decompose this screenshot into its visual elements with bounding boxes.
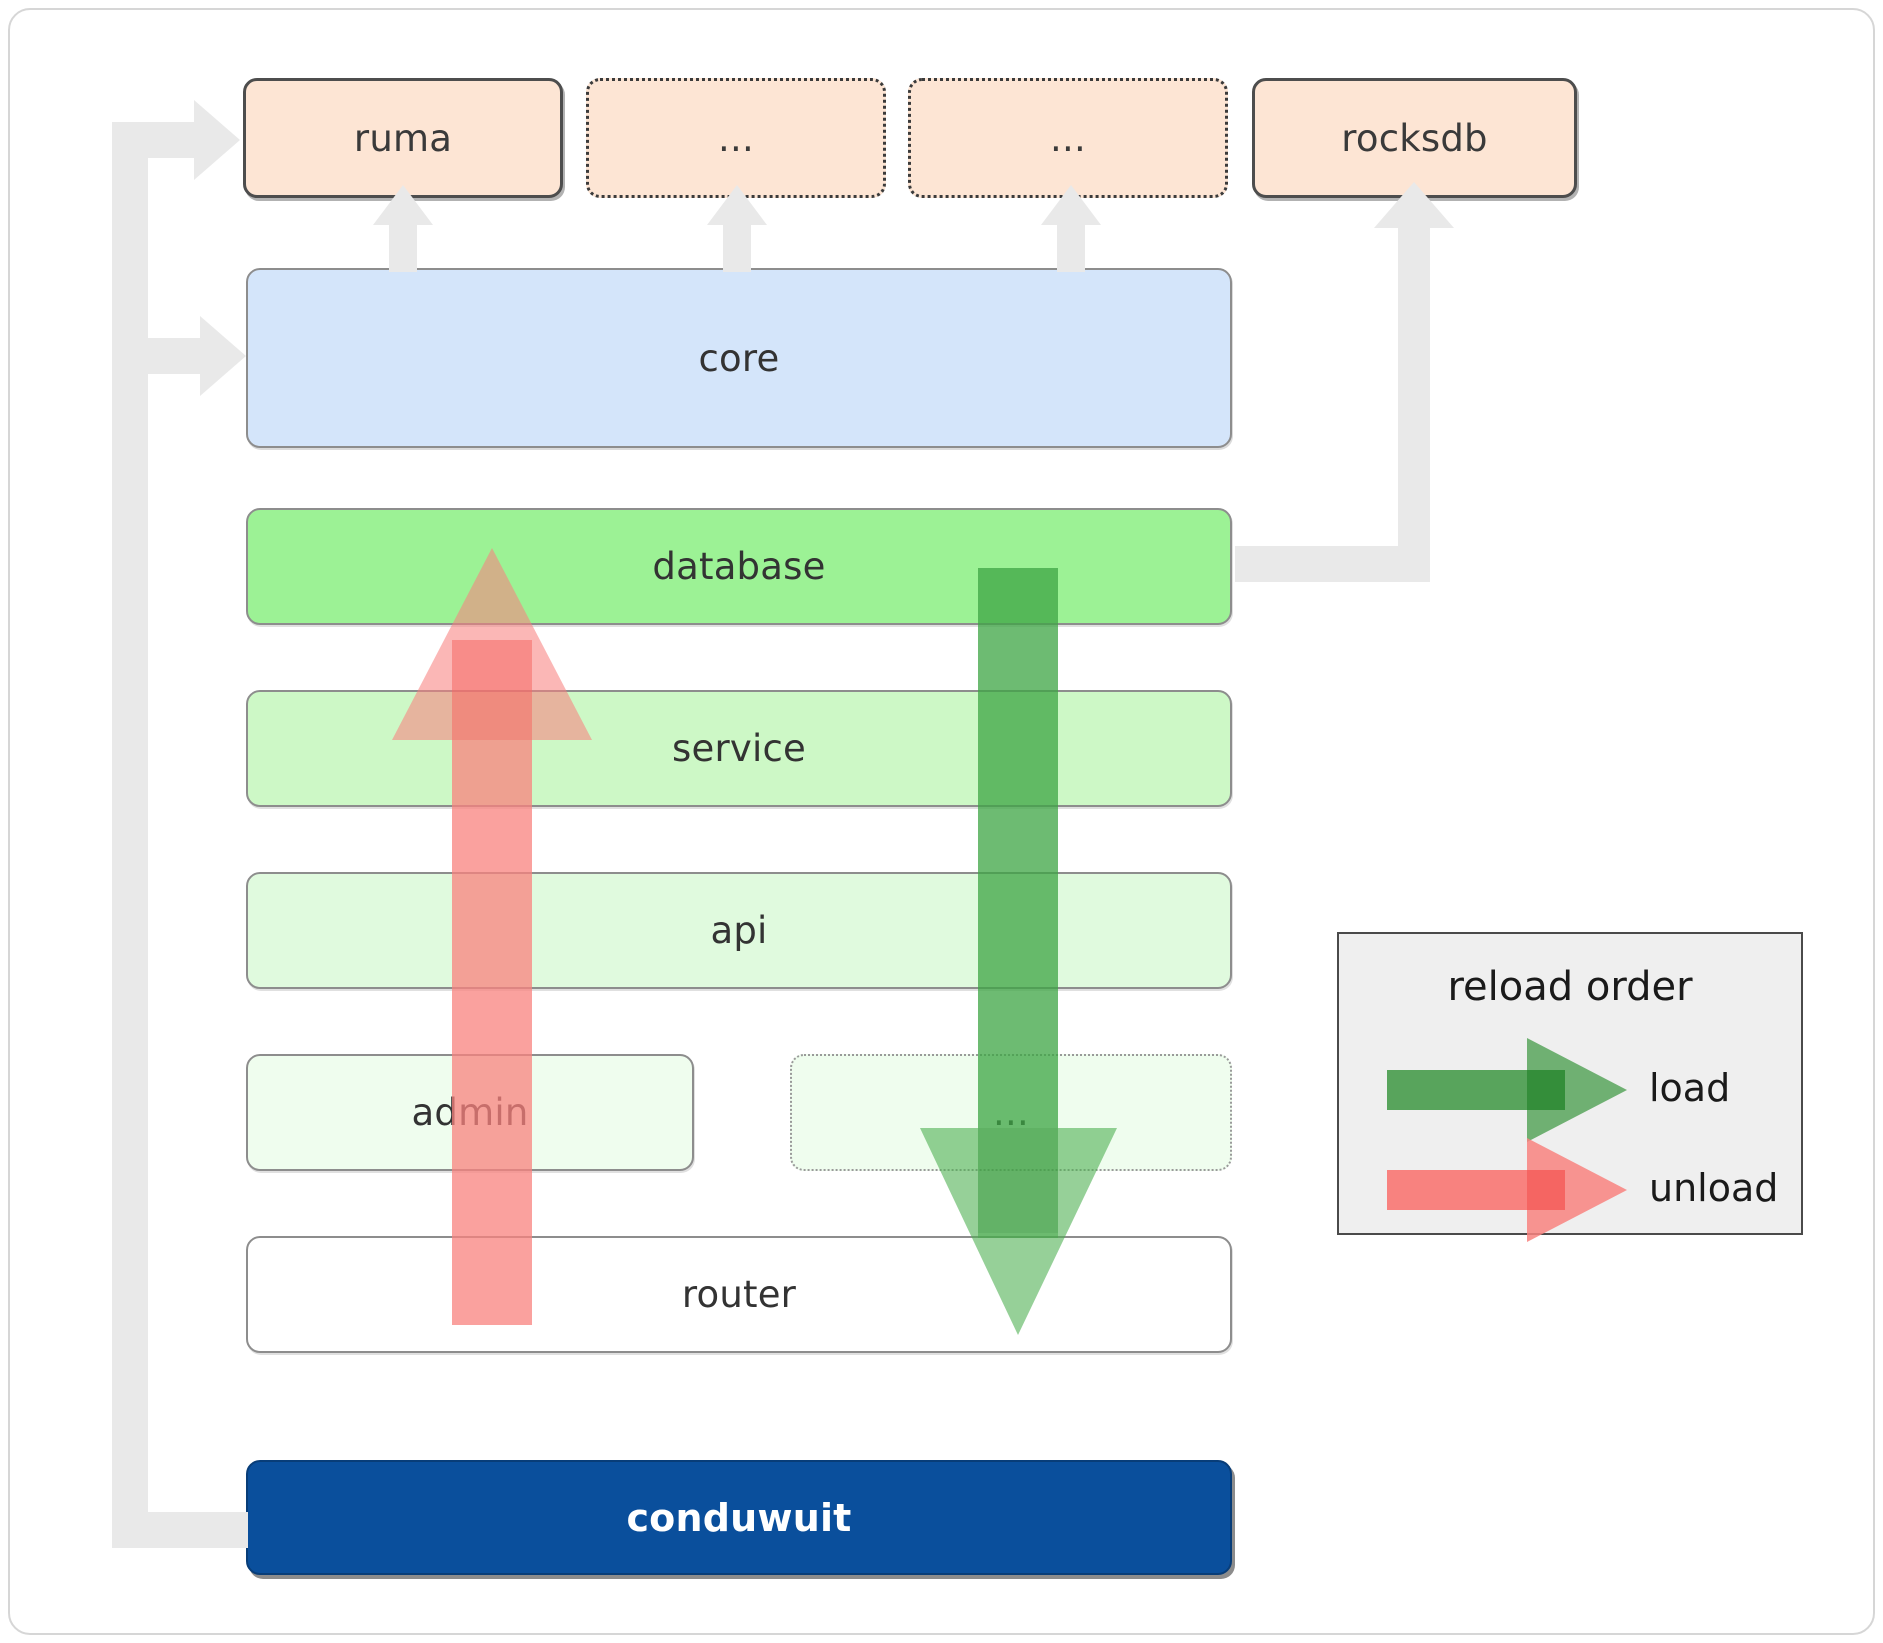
layer-box-ellipsis-3[interactable]: ...: [790, 1054, 1232, 1171]
layer-box-admin[interactable]: admin: [246, 1054, 694, 1171]
layer-label-admin: admin: [411, 1091, 529, 1134]
layer-label-router: router: [681, 1273, 797, 1316]
app-label-conduwuit: conduwuit: [626, 1495, 852, 1540]
dependency-box-ruma[interactable]: ruma: [243, 78, 563, 198]
layer-label-core: core: [698, 336, 780, 380]
layer-box-service[interactable]: service: [246, 690, 1232, 807]
legend-item-load: load: [1339, 1038, 1801, 1142]
layer-box-router[interactable]: router: [246, 1236, 1232, 1353]
legend-label-unload: unload: [1649, 1166, 1779, 1210]
layer-label-api: api: [710, 909, 768, 952]
diagram-frame: [8, 8, 1875, 1635]
app-box-conduwuit[interactable]: conduwuit: [246, 1460, 1232, 1575]
dependency-box-ellipsis-1[interactable]: ...: [586, 78, 886, 198]
dependency-label-ruma: ruma: [353, 116, 453, 160]
legend-item-unload: unload: [1339, 1138, 1801, 1242]
layer-box-api[interactable]: api: [246, 872, 1232, 989]
layer-box-database[interactable]: database: [246, 508, 1232, 625]
dependency-label-rocksdb: rocksdb: [1341, 116, 1488, 160]
layer-label-service: service: [672, 727, 806, 770]
dependency-label-ellipsis-2: ...: [1050, 116, 1086, 160]
load-arrow-icon: [1387, 1038, 1627, 1142]
layer-label-database: database: [652, 545, 826, 588]
legend-panel: reload order load unload: [1337, 932, 1803, 1242]
unload-arrow-icon: [1387, 1138, 1627, 1242]
dependency-label-ellipsis-1: ...: [718, 116, 754, 160]
dependency-box-ellipsis-2[interactable]: ...: [908, 78, 1228, 198]
dependency-box-rocksdb[interactable]: rocksdb: [1252, 78, 1577, 198]
layer-label-ellipsis-3: ...: [993, 1091, 1029, 1134]
legend-title: reload order: [1447, 964, 1693, 1010]
layer-box-core[interactable]: core: [246, 268, 1232, 448]
legend-label-load: load: [1649, 1066, 1731, 1110]
